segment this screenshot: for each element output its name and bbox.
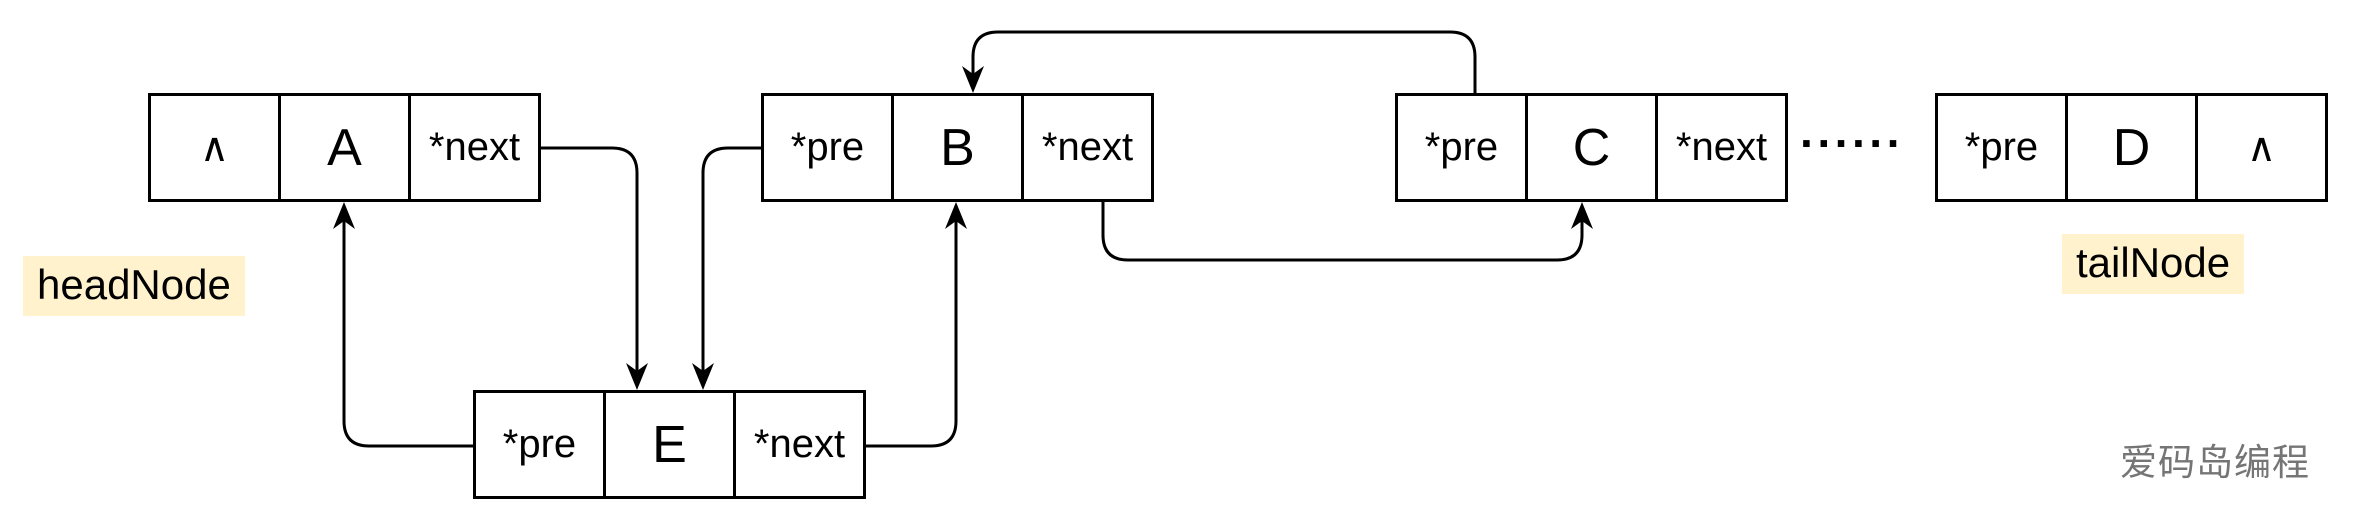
node-a-data-cell: A [278, 93, 411, 202]
arrowhead-up-into-c [1571, 202, 1593, 229]
node-c-next-cell: *next [1655, 93, 1788, 202]
edge-b-pre-to-e [701, 146, 761, 375]
node-c-data-cell: C [1525, 93, 1658, 202]
node-b: *pre B *next [761, 93, 1154, 202]
edge-a-next-to-e [541, 146, 639, 375]
arrowhead-down-into-e-right [692, 363, 714, 390]
head-node-label: headNode [23, 256, 245, 316]
watermark-text: 爱码岛编程 [2120, 441, 2310, 484]
edge-e-next-to-b [865, 218, 958, 448]
node-d-null-cell: ∧ [2195, 93, 2328, 202]
arrowhead-up-into-a [333, 202, 355, 229]
node-d-pre-cell: *pre [1935, 93, 2068, 202]
node-a-next-cell: *next [408, 93, 541, 202]
edge-c-pre-to-b [971, 30, 1477, 93]
node-b-pre-cell: *pre [761, 93, 894, 202]
arrowhead-down-into-b [962, 66, 984, 93]
tail-node-label: tailNode [2062, 234, 2245, 294]
node-d: *pre D ∧ [1935, 93, 2328, 202]
node-b-next-cell: *next [1021, 93, 1154, 202]
arrowhead-up-into-b [945, 202, 967, 229]
node-c-pre-cell: *pre [1395, 93, 1528, 202]
arrowhead-down-into-e-left [626, 363, 648, 390]
node-e-data-cell: E [603, 390, 736, 499]
node-c: *pre C *next [1395, 93, 1788, 202]
ellipsis-dots: ······ [1800, 117, 1904, 169]
edge-e-pre-to-a [342, 218, 473, 448]
node-e: *pre E *next [473, 390, 866, 499]
node-a: ∧ A *next [148, 93, 541, 202]
node-a-prev-cell: ∧ [148, 93, 281, 202]
edge-b-next-to-c [1101, 202, 1584, 262]
node-e-next-cell: *next [733, 390, 866, 499]
node-e-pre-cell: *pre [473, 390, 606, 499]
node-b-data-cell: B [891, 93, 1024, 202]
